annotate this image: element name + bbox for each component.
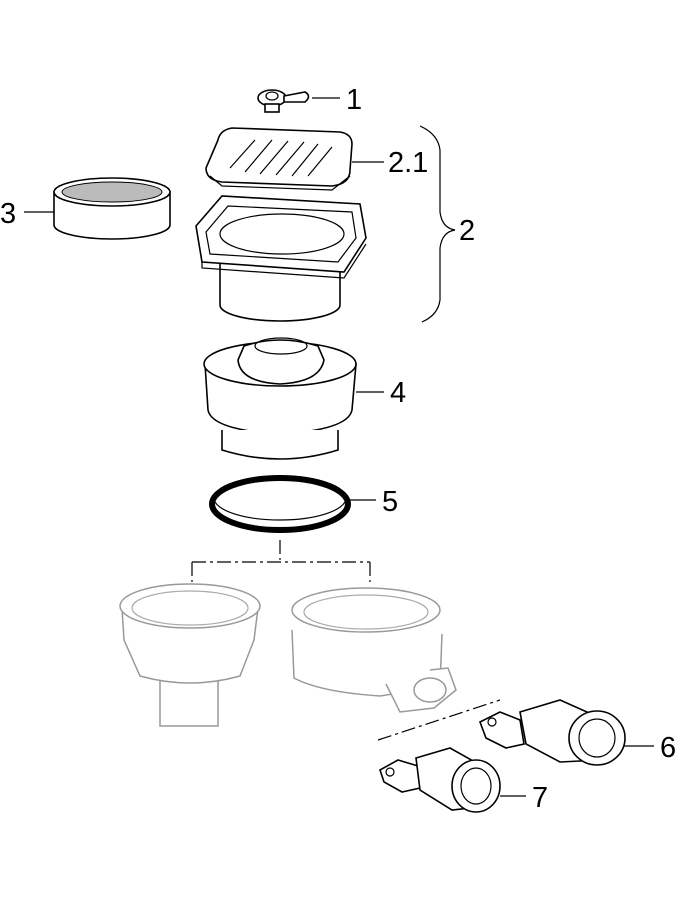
variant-body-vertical [119, 583, 261, 727]
label-part-2: 2 [459, 215, 476, 247]
label-part-1: 1 [346, 84, 363, 116]
label-part-7: 7 [532, 782, 549, 814]
label-part-4: 4 [390, 377, 407, 409]
part-2-1-grate [205, 127, 384, 191]
variant-body-horizontal [291, 587, 457, 713]
label-part-5: 5 [382, 486, 399, 518]
label-part-3: 3 [0, 198, 17, 230]
part-1-key [257, 89, 340, 113]
part-3-filter [24, 177, 171, 240]
part-7-elbow [379, 747, 526, 813]
part-4-trap [203, 337, 384, 460]
label-part-2-1: 2.1 [388, 147, 429, 179]
part-2-body [195, 125, 456, 323]
part-5-seal [209, 475, 376, 533]
label-part-6: 6 [660, 732, 677, 764]
part-6-elbow [478, 699, 654, 766]
connector-lines [191, 540, 501, 741]
